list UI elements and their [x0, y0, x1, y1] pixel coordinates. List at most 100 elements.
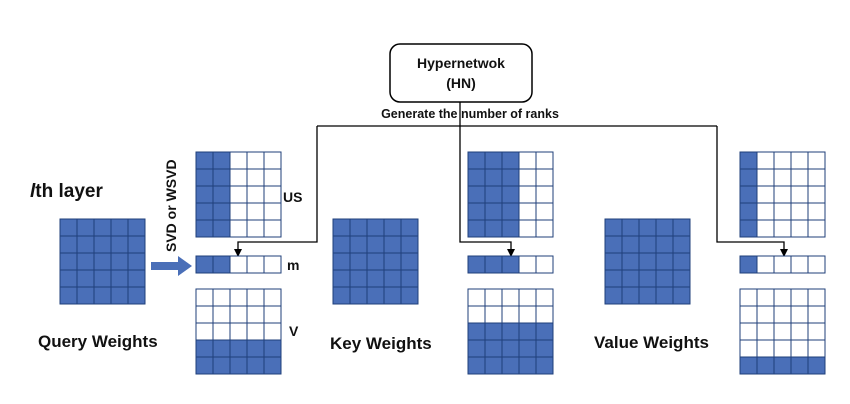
matrix-cell — [518, 288, 537, 307]
matrix-cell — [246, 322, 265, 341]
matrix-cell — [484, 151, 503, 170]
matrix-cell — [246, 356, 265, 375]
matrix-cell — [467, 219, 486, 238]
matrix-cell — [790, 185, 809, 204]
hypernetwork-title: Hypernetwok — [417, 55, 505, 71]
matrix-cell — [807, 356, 826, 375]
matrix-cell — [349, 252, 368, 271]
matrix-cell — [246, 305, 265, 324]
matrix-cell — [366, 218, 385, 237]
matrix-cell — [484, 288, 503, 307]
matrix-cell — [807, 202, 826, 221]
matrix-cell — [195, 288, 214, 307]
matrix-grids — [59, 151, 826, 375]
matrix-cell — [195, 219, 214, 238]
matrix-cell — [127, 252, 146, 271]
matrix-cell — [229, 255, 248, 274]
matrix-cell — [790, 168, 809, 187]
matrix-cell — [790, 305, 809, 324]
matrix-cell — [501, 305, 520, 324]
matrix-cell — [604, 286, 623, 305]
matrix-cell — [366, 286, 385, 305]
matrix-cell — [655, 269, 674, 288]
matrix-cell — [518, 202, 537, 221]
matrix-cell — [93, 286, 112, 305]
query-v-matrix — [195, 288, 282, 375]
matrix-cell — [807, 151, 826, 170]
matrix-cell — [535, 151, 554, 170]
matrix-cell — [807, 219, 826, 238]
matrix-cell — [621, 218, 640, 237]
matrix-cell — [366, 252, 385, 271]
matrix-cell — [501, 185, 520, 204]
matrix-cell — [366, 235, 385, 254]
matrix-cell — [246, 255, 265, 274]
matrix-cell — [263, 168, 282, 187]
matrix-cell — [467, 185, 486, 204]
matrix-cell — [773, 288, 792, 307]
matrix-cell — [773, 356, 792, 375]
matrix-cell — [467, 322, 486, 341]
matrix-cell — [773, 151, 792, 170]
matrix-cell — [467, 339, 486, 358]
matrix-cell — [790, 151, 809, 170]
matrix-cell — [467, 202, 486, 221]
matrix-cell — [535, 356, 554, 375]
query-us-matrix — [195, 151, 282, 238]
key-weights-matrix — [332, 218, 419, 305]
matrix-cell — [501, 219, 520, 238]
matrix-cell — [229, 168, 248, 187]
matrix-cell — [93, 252, 112, 271]
matrix-cell — [263, 255, 282, 274]
matrix-cell — [229, 219, 248, 238]
arrow-to-key-m — [459, 126, 515, 257]
matrix-cell — [212, 255, 231, 274]
matrix-cell — [518, 168, 537, 187]
matrix-cell — [349, 269, 368, 288]
matrix-cell — [246, 185, 265, 204]
matrix-cell — [807, 305, 826, 324]
matrix-cell — [229, 322, 248, 341]
matrix-cell — [535, 219, 554, 238]
matrix-cell — [621, 252, 640, 271]
matrix-cell — [246, 219, 265, 238]
matrix-cell — [638, 252, 657, 271]
matrix-cell — [195, 356, 214, 375]
matrix-cell — [212, 356, 231, 375]
svd-label: SVD or WSVD — [163, 159, 179, 252]
layer-suffix: th layer — [35, 181, 103, 202]
matrix-cell — [807, 288, 826, 307]
matrix-cell — [621, 286, 640, 305]
matrix-cell — [127, 218, 146, 237]
matrix-cell — [672, 235, 691, 254]
key-m-vector — [467, 255, 554, 274]
matrix-cell — [110, 269, 129, 288]
matrix-cell — [246, 168, 265, 187]
matrix-cell — [501, 288, 520, 307]
matrix-cell — [756, 185, 775, 204]
matrix-cell — [383, 235, 402, 254]
arrow-to-query-m — [234, 126, 318, 257]
matrix-cell — [212, 185, 231, 204]
matrix-cell — [76, 235, 95, 254]
matrix-cell — [739, 339, 758, 358]
matrix-cell — [501, 322, 520, 341]
matrix-cell — [263, 185, 282, 204]
matrix-cell — [655, 235, 674, 254]
hypernetwork-box: Hypernetwok (HN) — [389, 43, 533, 103]
matrix-cell — [807, 185, 826, 204]
matrix-cell — [127, 235, 146, 254]
matrix-cell — [195, 168, 214, 187]
matrix-cell — [501, 339, 520, 358]
matrix-cell — [756, 219, 775, 238]
matrix-cell — [484, 219, 503, 238]
matrix-cell — [535, 185, 554, 204]
matrix-cell — [349, 235, 368, 254]
matrix-cell — [501, 168, 520, 187]
matrix-cell — [807, 168, 826, 187]
matrix-cell — [638, 269, 657, 288]
matrix-cell — [212, 151, 231, 170]
matrix-cell — [484, 322, 503, 341]
matrix-cell — [604, 269, 623, 288]
